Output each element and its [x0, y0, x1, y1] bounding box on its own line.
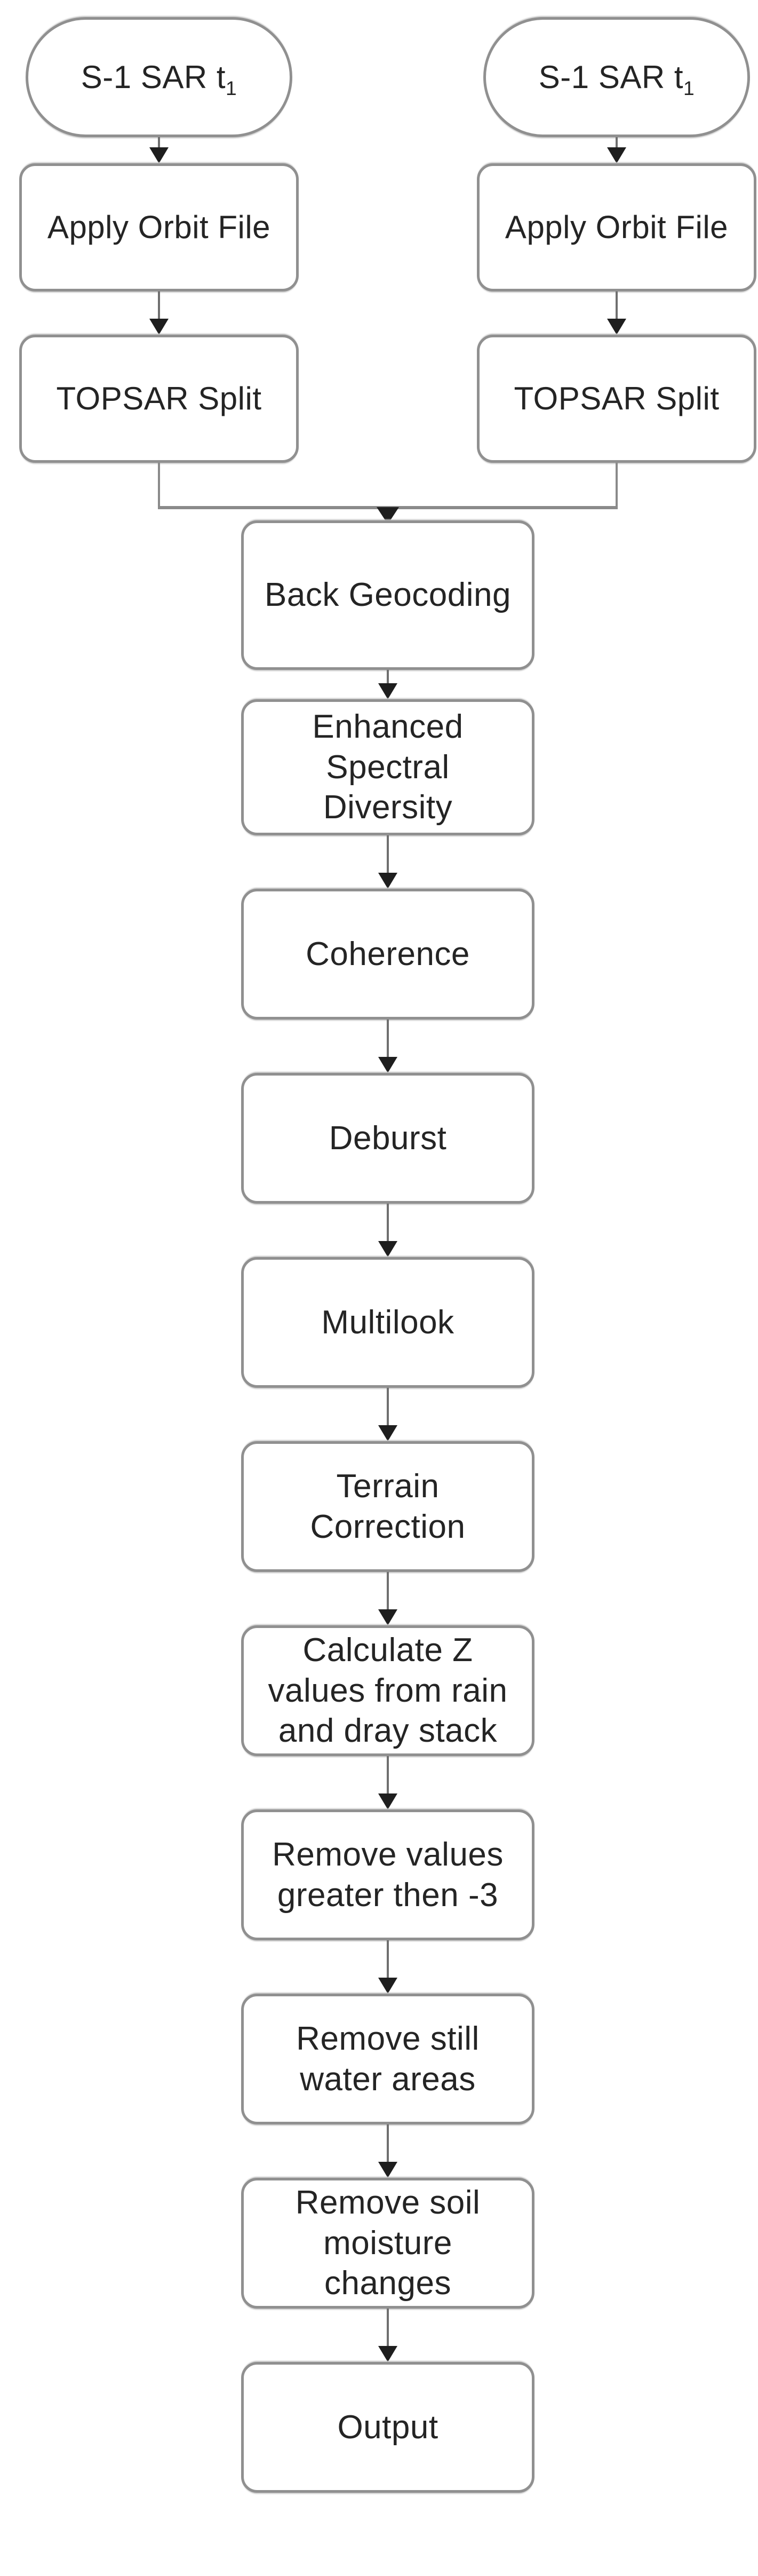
arrow-back-geocoding-to-esd — [377, 670, 398, 699]
process-enhanced-spectral-diversity: Enhanced Spectral Diversity — [241, 699, 534, 835]
arrow-remove-still-water-to-remove-soil — [377, 2124, 398, 2178]
process-calculate-z-values: Calculate Z values from rain and dray st… — [241, 1625, 534, 1756]
process-back-geocoding: Back Geocoding — [241, 520, 534, 670]
terminator-s1-sar-left-label: S-1 SAR t1 — [81, 59, 237, 99]
process-enhanced-spectral-diversity-label: Enhanced Spectral Diversity — [312, 708, 464, 826]
process-remove-values-greater-label: Remove values greater then -3 — [272, 1836, 504, 1914]
process-back-geocoding-label: Back Geocoding — [265, 576, 511, 614]
process-output-label: Output — [337, 2408, 438, 2446]
process-remove-still-water-label: Remove still water areas — [296, 2020, 480, 2098]
arrow-remove-values-to-remove-still-water — [377, 1940, 398, 1994]
terminator-s1-sar-right: S-1 SAR t1 — [483, 17, 750, 137]
merge-line-left-vertical — [158, 463, 160, 508]
process-calculate-z-values-label: Calculate Z values from rain and dray st… — [268, 1632, 508, 1750]
process-topsar-split-right: TOPSAR Split — [477, 335, 756, 463]
process-terrain-correction-label: Terrain Correction — [310, 1467, 466, 1545]
arrow-apply-orbit-right-to-topsar-right — [606, 291, 627, 335]
arrow-s1-right-to-apply-orbit-right — [606, 137, 627, 163]
terminator-s1-sar-right-label: S-1 SAR t1 — [538, 59, 695, 99]
process-multilook-label: Multilook — [321, 1303, 454, 1341]
process-remove-values-greater: Remove values greater then -3 — [241, 1809, 534, 1940]
arrow-apply-orbit-left-to-topsar-left — [148, 291, 170, 335]
process-terrain-correction: Terrain Correction — [241, 1441, 534, 1572]
arrow-coherence-to-deburst — [377, 1020, 398, 1073]
arrow-deburst-to-multilook — [377, 1204, 398, 1257]
merge-line-right-vertical — [616, 463, 618, 508]
arrow-s1-left-to-apply-orbit-left — [148, 137, 170, 163]
arrow-esd-to-coherence — [377, 835, 398, 889]
process-topsar-split-right-label: TOPSAR Split — [514, 381, 720, 417]
process-output: Output — [241, 2362, 534, 2493]
process-remove-soil-moisture: Remove soil moisture changes — [241, 2178, 534, 2309]
terminator-s1-sar-left: S-1 SAR t1 — [26, 17, 292, 137]
arrow-multilook-to-terrain-correction — [377, 1388, 398, 1441]
process-topsar-split-left-label: TOPSAR Split — [56, 381, 262, 417]
arrow-calculate-z-to-remove-values — [377, 1756, 398, 1809]
process-apply-orbit-file-left-label: Apply Orbit File — [47, 209, 271, 246]
process-topsar-split-left: TOPSAR Split — [19, 335, 299, 463]
process-multilook: Multilook — [241, 1257, 534, 1388]
process-remove-still-water: Remove still water areas — [241, 1994, 534, 2124]
process-coherence: Coherence — [241, 889, 534, 1020]
process-deburst-label: Deburst — [329, 1119, 447, 1157]
arrow-remove-soil-to-output — [377, 2309, 398, 2362]
process-apply-orbit-file-right: Apply Orbit File — [477, 163, 756, 291]
process-apply-orbit-file-left: Apply Orbit File — [19, 163, 299, 291]
process-apply-orbit-file-right-label: Apply Orbit File — [505, 209, 729, 246]
process-coherence-label: Coherence — [306, 935, 470, 973]
arrow-terrain-correction-to-calculate-z — [377, 1572, 398, 1625]
process-deburst: Deburst — [241, 1073, 534, 1204]
process-remove-soil-moisture-label: Remove soil moisture changes — [295, 2184, 481, 2302]
